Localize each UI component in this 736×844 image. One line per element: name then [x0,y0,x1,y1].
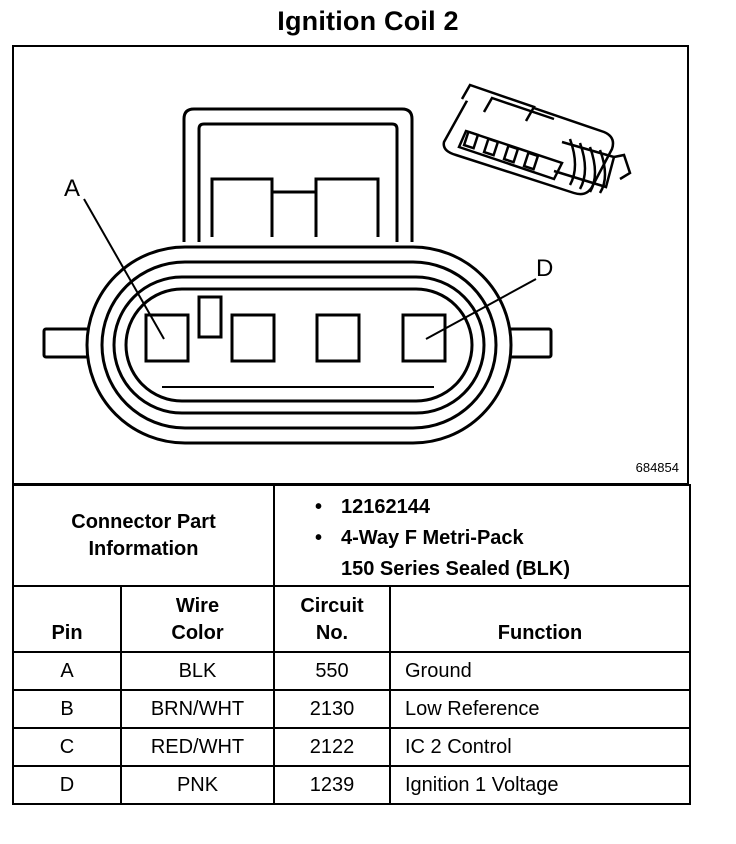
circuit-cell: 2130 [273,689,391,729]
pin-cavity-d [401,313,447,363]
header-function: Function [389,585,691,653]
pin-cell: C [12,727,122,767]
header-wire-color: Wire Color [120,585,275,653]
header-wire-label-1: Wire [175,595,220,617]
page-title: Ignition Coil 2 [277,6,459,36]
pin-cavity-a [144,313,190,363]
part-number: 12162144 [341,496,430,518]
connector-thumbnail [442,83,632,196]
part-info-label-line2: Information [88,537,199,560]
connector-info-table: Connector Part Information • 12162144 • 4-… [12,484,691,805]
wire-color-cell: BRN/WHT [120,689,275,729]
header-pin-label: Pin [51,622,83,644]
header-circuit-label-1: Circuit [300,595,364,617]
header-row: Pin Wire Color Circuit No. Function [12,585,691,653]
function-cell: Low Reference [389,689,691,729]
body-outer [85,245,513,445]
function-cell: IC 2 Control [389,727,691,767]
wire-color-cell: PNK [120,765,275,805]
latch-window-left [210,177,274,237]
header-wire-label-2: Color [171,622,224,644]
pin-cavity-c [315,313,361,363]
header-function-label: Function [497,622,583,644]
callout-d-label: D [536,255,554,282]
leader-line-d [425,278,537,340]
figure-number: 684854 [635,460,679,475]
circuit-cell: 1239 [273,765,391,805]
connector-drawing [42,83,632,445]
header-circuit: Circuit No. [273,585,391,653]
table-row: B BRN/WHT 2130 Low Reference [12,689,691,729]
part-info-values: • 12162144 • 4-Way F Metri-Pack 150 Series… [273,484,691,587]
circuit-cell: 550 [273,651,391,691]
body-ring-2 [100,260,498,430]
pin-cavity-b [230,313,276,363]
bullet-1: • [315,496,323,518]
part-description-line2: 150 Series Sealed (BLK) [341,558,570,580]
latch-window-right [314,177,380,237]
latch-outer [182,107,414,242]
latch-inner [197,122,399,242]
table-row: C RED/WHT 2122 IC 2 Control [12,727,691,767]
part-info-label-line1: Connector Part [71,510,216,533]
side-tab-right [507,327,553,359]
body-ring-4 [124,287,474,403]
polarization-key [197,295,223,339]
part-description-line1: 4-Way F Metri-Pack [341,527,524,549]
wire-color-cell: BLK [120,651,275,691]
function-cell: Ground [389,651,691,691]
connector-figure: A D 684854 [12,45,689,485]
wire-color-cell: RED/WHT [120,727,275,767]
pin-cell: A [12,651,122,691]
header-pin: Pin [12,585,122,653]
bullet-2: • [315,527,323,549]
callout-a-label: A [64,175,81,202]
part-info-label: Connector Part Information [12,484,275,587]
side-tab-left [42,327,91,359]
part-info-row: Connector Part Information • 12162144 • 4-… [12,484,691,587]
function-cell: Ignition 1 Voltage [389,765,691,805]
table-row: A BLK 550 Ground [12,651,691,691]
circuit-cell: 2122 [273,727,391,767]
pin-cell: B [12,689,122,729]
leader-line-a [83,198,165,340]
pin-cell: D [12,765,122,805]
body-ring-3 [112,275,486,415]
header-circuit-label-2: No. [315,622,349,644]
table-row: D PNK 1239 Ignition 1 Voltage [12,765,691,805]
